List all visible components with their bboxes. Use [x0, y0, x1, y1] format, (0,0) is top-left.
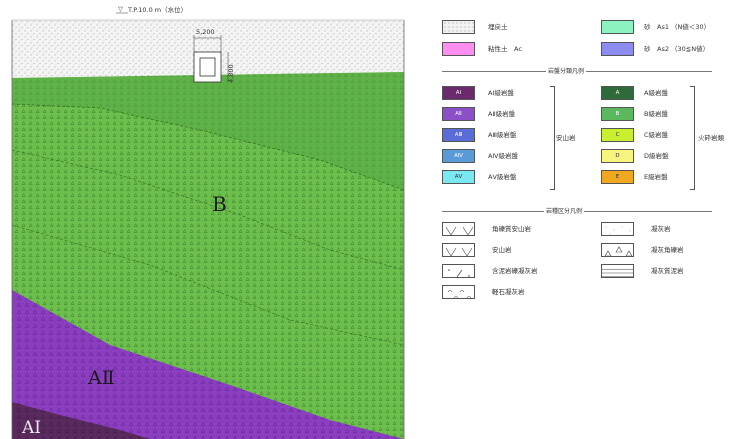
legend-label-clay: 粘性土 Ac	[488, 45, 522, 53]
rock-b-upper-zone	[12, 72, 404, 190]
volcanic-class-label: E級岩盤	[644, 173, 668, 181]
lith-label-pumice-tuff: 軽石凝灰岩	[492, 288, 525, 296]
volcanic-class-code: B	[615, 111, 620, 117]
volcanic-class-swatch: A	[601, 86, 634, 100]
legend-label-sand-as1: 砂 As1 （N値＜30）	[644, 23, 711, 31]
zone-label-b: B	[212, 192, 227, 216]
lith-label-tuffaceous-mudstone: 凝灰質泥岩	[651, 267, 684, 275]
volcanic-class-code: C	[615, 132, 620, 138]
rock-class-legend-title: 岩盤分類凡例	[546, 66, 587, 75]
legend-swatch-clay	[442, 42, 475, 56]
andesite-class-label: AⅣ級岩盤	[488, 152, 518, 160]
andesite-class-label: AⅡ級岩盤	[488, 110, 516, 118]
andesite-class-label: AⅤ級岩盤	[488, 173, 517, 181]
geologic-cross-section: 5,200 4,800 ▽ T.P.10.0 m（水位） B AⅡ AⅠ	[11, 5, 405, 439]
lith-label-andesite: 安山岩	[492, 246, 512, 254]
andesite-class-code: AⅤ	[454, 174, 463, 180]
andesite-class-code: AⅠ	[455, 90, 462, 96]
andesite-class-code: AⅢ	[454, 132, 463, 138]
volcanic-class-swatch: E	[601, 170, 634, 184]
boundary-line	[11, 224, 405, 346]
pattern-andesite	[442, 243, 475, 257]
pattern-angular-andesite	[442, 222, 475, 236]
volcanic-class-swatch: B	[601, 107, 634, 121]
volcanic-class-label: B級岩盤	[644, 110, 668, 118]
rock-a2-zone	[12, 290, 404, 439]
zone-label-a1: AⅠ	[21, 418, 41, 438]
volcanic-class-code: E	[615, 174, 620, 180]
structure-box-inner	[199, 57, 216, 77]
water-level-label: T.P.10.0 m（水位）	[127, 5, 187, 14]
volcanic-class-label: D級岩盤	[644, 152, 669, 160]
andesite-class-label: AⅢ級岩盤	[488, 131, 517, 139]
pattern-tuffaceous-mudstone	[601, 264, 634, 278]
volcanic-class-label: A級岩盤	[644, 89, 668, 97]
box-width-label: 5,200	[196, 28, 215, 36]
pattern-tuff	[601, 222, 634, 236]
zone-label-a2: AⅡ	[87, 367, 115, 389]
pattern-pumice-tuff	[442, 285, 475, 299]
boundary-line	[11, 103, 405, 191]
pattern-tuff-breccia	[601, 243, 634, 257]
andesite-class-swatch: AⅠ	[442, 86, 475, 100]
andesite-class-swatch: AⅤ	[442, 170, 475, 184]
boundary-line	[11, 149, 405, 271]
volcanic-class-code: D	[615, 153, 620, 159]
andesite-class-swatch: AⅡ	[442, 107, 475, 121]
andesite-class-code: AⅡ	[455, 111, 462, 117]
volcanic-group-label: 火砕岩類	[698, 134, 724, 142]
lithology-legend-title: 岩種区分凡例	[544, 206, 585, 215]
water-level-symbol: ▽	[118, 5, 123, 13]
rock-a1-zone	[12, 402, 150, 439]
andesite-class-code: AⅣ	[454, 153, 463, 159]
legend-label-sand-as2: 砂 As2 （30≦N値）	[644, 45, 710, 53]
legend-swatch-sand-as2	[601, 42, 634, 56]
legend-label-backfill: 埋戻土	[488, 23, 508, 31]
legend-swatch-sand-as1	[601, 20, 634, 34]
volcanic-class-swatch: C	[601, 128, 634, 142]
legend-panel: 埋戻土 粘性土 Ac 砂 As1 （N値＜30） 砂 As2 （30≦N値） 岩…	[436, 0, 735, 439]
legend-swatch-backfill	[442, 20, 475, 34]
lith-label-mudstone-tuff: 含泥岩礫凝灰岩	[492, 267, 538, 275]
volcanic-brace	[690, 86, 695, 190]
lith-label-tuff: 凝灰岩	[651, 225, 671, 233]
andesite-class-swatch: AⅢ	[442, 128, 475, 142]
lith-label-tuff-breccia: 凝灰角礫岩	[651, 246, 684, 254]
box-height-label: 4,800	[227, 64, 235, 83]
volcanic-class-swatch: D	[601, 149, 634, 163]
andesite-group-label: 安山岩	[556, 134, 576, 142]
volcanic-class-label: C級岩盤	[644, 131, 669, 139]
andesite-class-label: AⅠ級岩盤	[488, 89, 514, 97]
volcanic-class-code: A	[615, 90, 620, 96]
pattern-mudstone-tuff	[442, 264, 475, 278]
lith-label-angular-andesite: 角礫質安山岩	[492, 225, 531, 233]
andesite-class-swatch: AⅣ	[442, 149, 475, 163]
andesite-brace	[550, 86, 555, 190]
